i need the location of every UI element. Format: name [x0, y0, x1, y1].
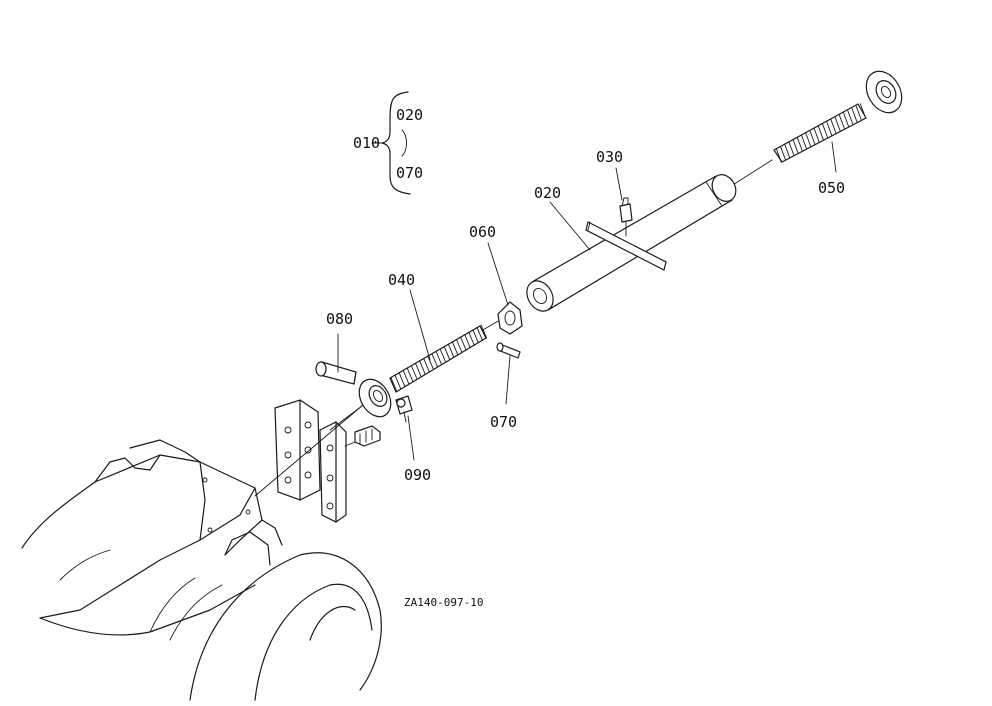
label-030: 030 — [596, 148, 623, 166]
label-070: 070 — [490, 413, 517, 431]
kit-bracket-010 — [371, 91, 411, 195]
bracket-axis — [329, 405, 363, 431]
rod-end-040 — [358, 324, 488, 418]
bracket-bolt — [344, 425, 381, 447]
label-010: 010 — [353, 134, 380, 152]
tractor-rear-housing — [21, 439, 382, 701]
label-050: 050 — [818, 179, 845, 197]
label-080: 080 — [326, 310, 353, 328]
pin-070 — [496, 342, 521, 359]
rod-end-050 — [773, 70, 903, 163]
label-020: 020 — [534, 184, 561, 202]
diagram-reference-code: ZA140-097-10 — [404, 596, 483, 609]
label-020-range-start: 020 — [396, 106, 423, 124]
label-090: 090 — [404, 466, 431, 484]
label-070-range-end: 070 — [396, 164, 423, 182]
pin-080 — [315, 361, 357, 385]
barrel-020 — [526, 174, 737, 312]
lock-nut-060 — [497, 301, 523, 335]
label-060: 060 — [469, 223, 496, 241]
grease-nipple-090 — [395, 395, 413, 423]
top-link-bracket — [274, 399, 347, 523]
leader-lines — [337, 141, 837, 461]
grease-nipple-030 — [619, 197, 633, 237]
label-040: 040 — [388, 271, 415, 289]
